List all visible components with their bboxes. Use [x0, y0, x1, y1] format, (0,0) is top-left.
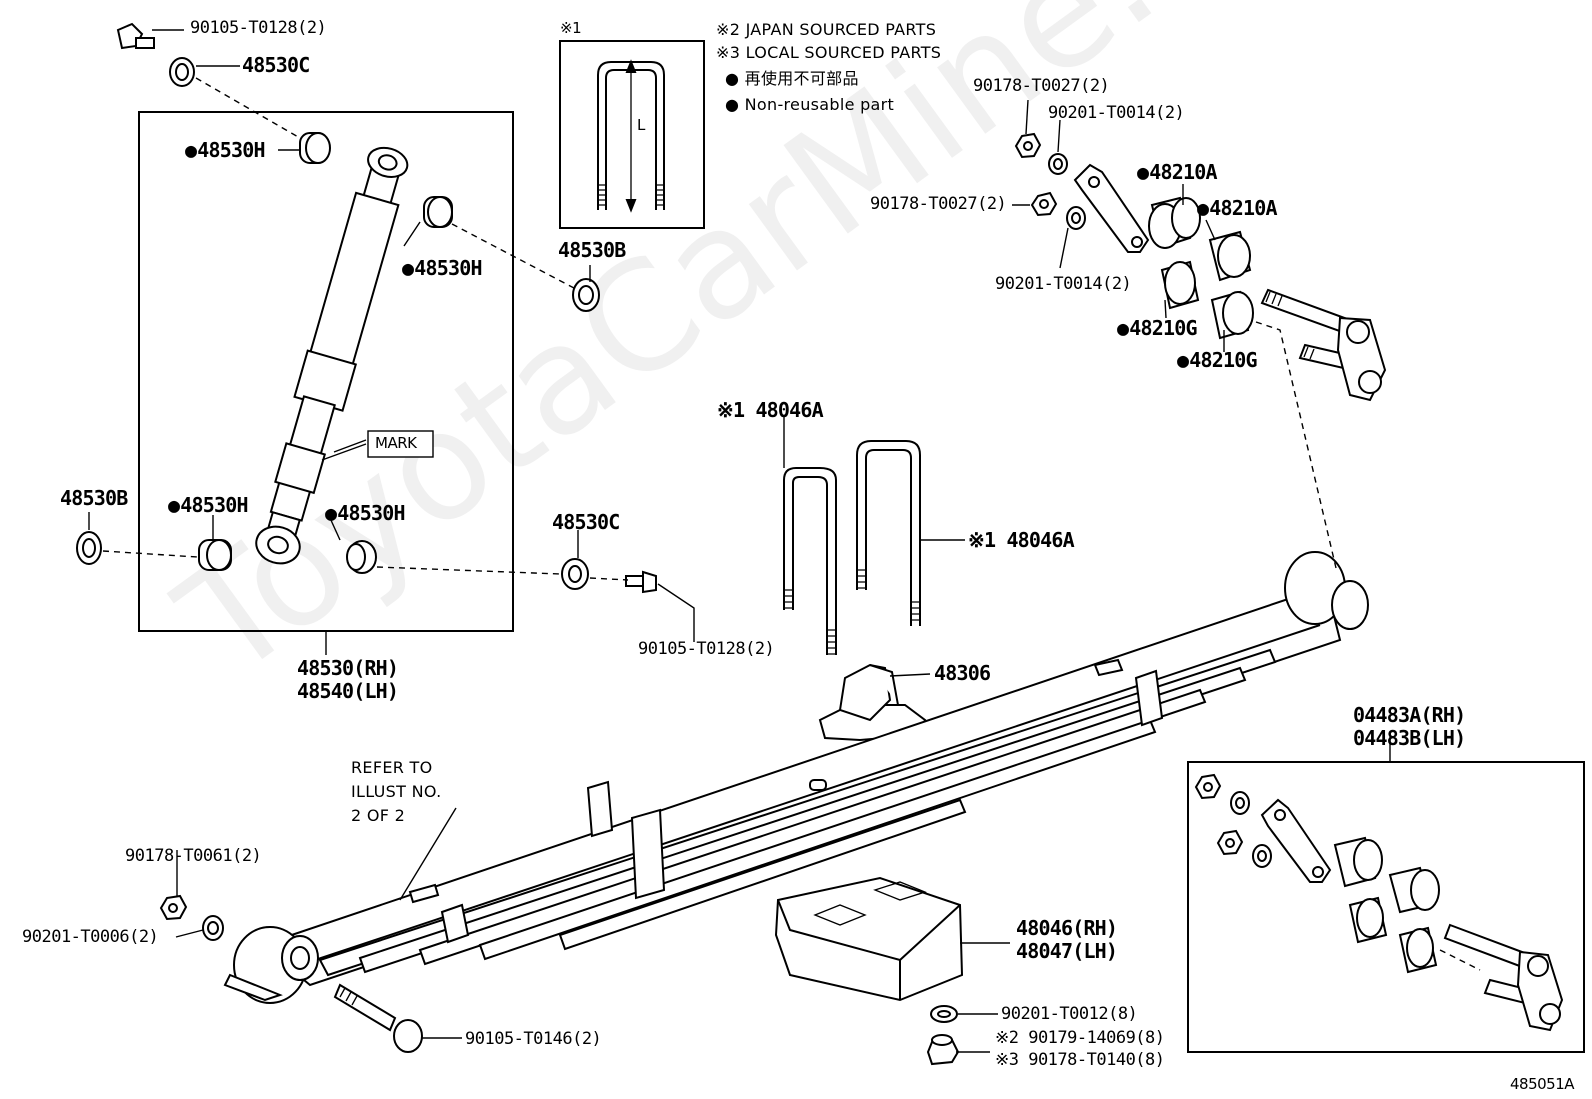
label-48046a-1: ※1 48046A	[717, 398, 824, 422]
label-48530c-top: 48530C	[242, 53, 310, 77]
bushing-48210a-1	[1148, 196, 1201, 249]
note-local-sourced: ※3 LOCAL SOURCED PARTS	[716, 43, 942, 62]
label-04483a-rh: 04483A(RH)	[1353, 703, 1466, 727]
label-48210a-2: 48210A	[1197, 198, 1277, 218]
mark-label-box	[367, 430, 434, 458]
label-48530-rh: 48530(RH)	[297, 656, 399, 680]
washer-48530c-mid	[561, 558, 589, 590]
ubolt-note-box	[559, 40, 705, 229]
bushing-48530h-bottom-right	[346, 540, 377, 574]
label-48530c-mid: 48530C	[552, 510, 620, 534]
washer-48530c-top	[169, 57, 195, 87]
nut-90178-b	[1030, 191, 1058, 217]
label-48530b-left: 48530B	[60, 486, 128, 510]
note-non-reusable-jp: ● 再使用不可部品	[725, 69, 859, 88]
label-90178-t0061: 90178-T0061(2)	[125, 846, 262, 866]
dimension-l: L	[637, 116, 645, 134]
bolt-90105-t0146	[333, 983, 423, 1053]
u-bolt-2	[856, 440, 921, 626]
label-48540-lh: 48540(LH)	[297, 679, 399, 703]
label-90178-t0027-a: 90178-T0027(2)	[973, 76, 1110, 96]
label-48046-rh: 48046(RH)	[1016, 916, 1118, 940]
bushing-48530h-right	[423, 196, 453, 228]
label-48530h-3: 48530H	[168, 495, 248, 515]
washer-90201-t0012	[930, 1005, 958, 1023]
bolt-90105-top	[116, 22, 155, 50]
washer-90201-a	[1048, 153, 1068, 175]
label-48046a-2: ※1 48046A	[968, 528, 1075, 552]
shackle-plate-top	[1073, 163, 1150, 253]
note-non-reusable-en: ● Non-reusable part	[725, 95, 895, 114]
refer-line-3: 2 OF 2	[351, 806, 406, 825]
washer-48530b-left	[76, 531, 102, 565]
washer-90201-b	[1066, 206, 1086, 230]
refer-line-1: REFER TO	[351, 758, 433, 777]
bushing-48210g-2	[1210, 290, 1254, 340]
bushing-48530h-top	[299, 132, 331, 164]
shock-absorber	[255, 146, 409, 565]
bushing-48210a-2	[1208, 230, 1252, 282]
label-48530h-2: 48530H	[402, 258, 482, 278]
nut-90178-a	[1014, 132, 1042, 159]
label-90178-t0140: ※3 90178-T0140(8)	[995, 1050, 1165, 1070]
note-japan-sourced: ※2 JAPAN SOURCED PARTS	[716, 20, 937, 39]
label-48210a-1: 48210A	[1137, 162, 1217, 182]
label-48047-lh: 48047(LH)	[1016, 939, 1118, 963]
ubolt-note-figure	[597, 59, 665, 213]
label-48210g-2: 48210G	[1177, 350, 1257, 370]
washer-90201-t0006	[202, 915, 224, 941]
label-48210g-1: 48210G	[1117, 318, 1197, 338]
label-48530h-4: 48530H	[325, 503, 405, 523]
label-48306: 48306	[934, 661, 991, 685]
label-48530b-top: 48530B	[558, 238, 626, 262]
nut-90178-t0061	[159, 894, 188, 921]
label-90201-t0006: 90201-T0006(2)	[22, 927, 159, 947]
label-mark: MARK	[375, 434, 417, 452]
bolt-90105-mid	[625, 570, 657, 594]
bushing-48210g-1	[1160, 260, 1200, 310]
label-48530h-1: 48530H	[185, 140, 265, 160]
label-90201-t0012: 90201-T0012(8)	[1001, 1004, 1138, 1024]
label-90178-t0027-b: 90178-T0027(2)	[870, 194, 1007, 214]
kit-parts	[1194, 773, 1564, 1032]
leader-lines	[88, 29, 1481, 1053]
label-90201-t0014-a: 90201-T0014(2)	[1048, 103, 1185, 123]
spring-seat-48046	[774, 876, 964, 1002]
shackle-pin-assembly	[1260, 288, 1387, 402]
label-90105-t0128-mid: 90105-T0128(2)	[638, 639, 775, 659]
kit-box	[1187, 761, 1585, 1053]
leaf-spring	[223, 551, 1369, 1004]
label-90105-t0128-top: 90105-T0128(2)	[190, 18, 327, 38]
bushing-48530h-bottom-left	[198, 539, 232, 571]
refer-line-2: ILLUST NO.	[351, 782, 442, 801]
label-90105-t0146: 90105-T0146(2)	[465, 1029, 602, 1049]
illustration-number: 485051A	[1510, 1075, 1575, 1093]
note-sym1: ※1	[560, 19, 582, 37]
label-90201-t0014-b: 90201-T0014(2)	[995, 274, 1132, 294]
label-04483b-lh: 04483B(LH)	[1353, 726, 1466, 750]
label-90179-14069: ※2 90179-14069(8)	[995, 1028, 1165, 1048]
washer-48530b-right	[572, 278, 600, 312]
nut-90179	[926, 1034, 960, 1066]
u-bolt-1	[783, 467, 837, 655]
